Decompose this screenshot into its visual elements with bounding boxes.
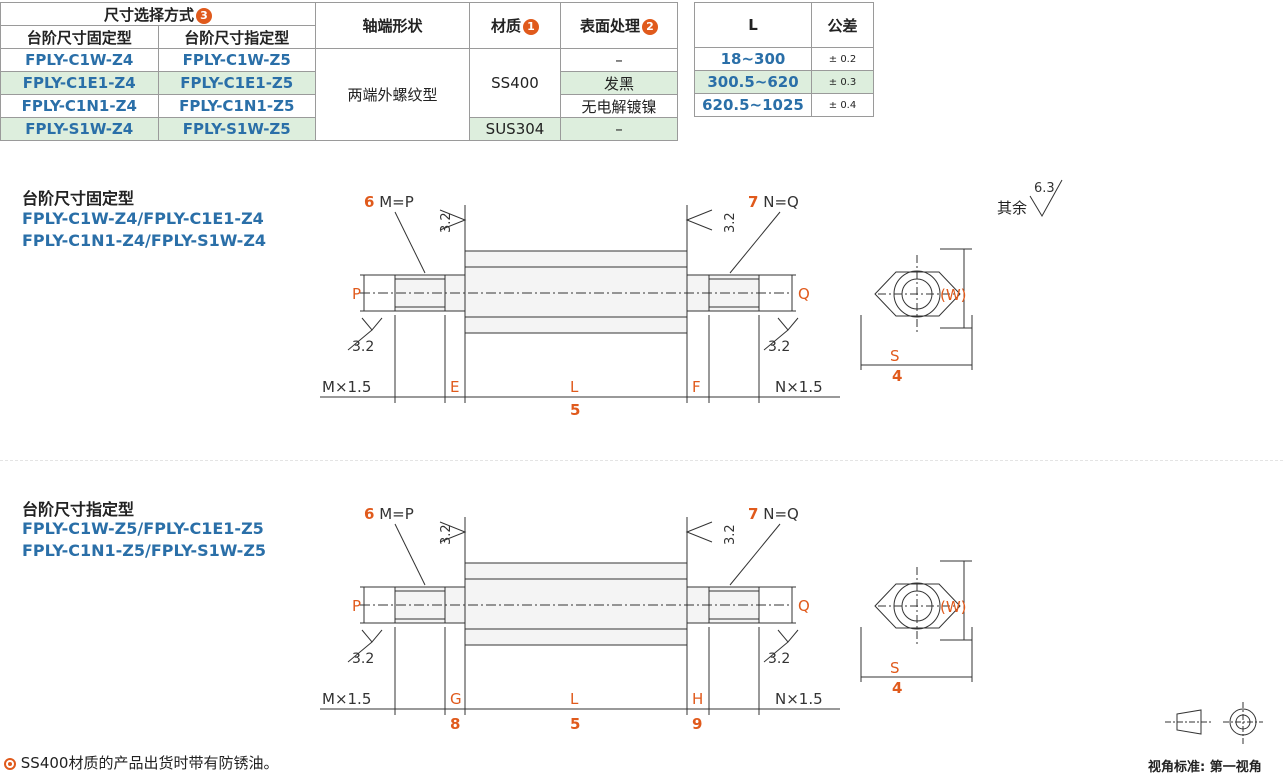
svg-text:(W): (W) bbox=[940, 286, 967, 304]
svg-text:7 N=Q: 7 N=Q bbox=[748, 193, 799, 211]
note: SS400材质的产品出货时带有防锈油。 bbox=[4, 752, 278, 773]
table-row: FPLY-C1N1-Z4 FPLY-C1N1-Z5 无电解镀镍 bbox=[0, 94, 678, 118]
svg-text:L: L bbox=[570, 690, 579, 708]
svg-text:(W): (W) bbox=[940, 598, 967, 616]
svg-text:E: E bbox=[450, 378, 459, 396]
svg-text:P: P bbox=[352, 285, 361, 303]
svg-text:6.3: 6.3 bbox=[1034, 181, 1055, 196]
svg-text:6 M=P: 6 M=P bbox=[364, 193, 414, 211]
first-angle-projection-icon bbox=[1165, 702, 1263, 744]
svg-text:3.2: 3.2 bbox=[768, 651, 790, 667]
svg-text:9: 9 bbox=[692, 715, 702, 733]
section1-line1: FPLY-C1W-Z4/FPLY-C1E1-Z4 bbox=[22, 209, 264, 228]
col-tol-header: 公差 bbox=[811, 2, 874, 48]
svg-text:S: S bbox=[890, 347, 900, 365]
svg-text:N×1.5: N×1.5 bbox=[775, 690, 823, 708]
table-row: FPLY-S1W-Z4 FPLY-S1W-Z5 SUS304 – bbox=[0, 117, 678, 141]
table-row: 300.5~620 ± 0.3 bbox=[694, 70, 874, 94]
section1-title: 台阶尺寸固定型 bbox=[22, 189, 135, 208]
shaft-value: 两端外螺纹型 bbox=[315, 48, 470, 141]
svg-text:5: 5 bbox=[570, 401, 580, 419]
svg-text:7 N=Q: 7 N=Q bbox=[748, 505, 799, 523]
table-row: FPLY-C1W-Z4 FPLY-C1W-Z5 两端外螺纹型 SS400 – bbox=[0, 48, 678, 141]
svg-text:G: G bbox=[450, 690, 462, 708]
tolerance-table: L 公差 18~300 ± 0.2 300.5~620 ± 0.3 620.5~… bbox=[694, 2, 874, 117]
svg-text:F: F bbox=[692, 378, 701, 396]
note-bullet-icon bbox=[4, 758, 16, 770]
material-sus304: SUS304 bbox=[469, 117, 561, 141]
svg-text:L: L bbox=[570, 378, 579, 396]
svg-text:3.2: 3.2 bbox=[768, 339, 790, 355]
svg-text:N×1.5: N×1.5 bbox=[775, 378, 823, 396]
section2-line2: FPLY-C1N1-Z5/FPLY-S1W-Z5 bbox=[22, 541, 267, 560]
svg-text:3.2: 3.2 bbox=[439, 212, 454, 233]
svg-text:M×1.5: M×1.5 bbox=[322, 378, 371, 396]
rest-label: 其余 bbox=[997, 199, 1028, 217]
drawing-specified-type: 6 M=P 7 N=Q 3.2 3.2 3.2 3.2 M×1.5 N×1.5 … bbox=[320, 505, 973, 733]
svg-text:3.2: 3.2 bbox=[352, 339, 374, 355]
svg-text:M×1.5: M×1.5 bbox=[322, 690, 371, 708]
table-row: FPLY-C1E1-Z4 FPLY-C1E1-Z5 发黑 bbox=[0, 71, 678, 95]
section2-title: 台阶尺寸指定型 bbox=[22, 500, 135, 519]
material-ss400: SS400 bbox=[469, 48, 561, 118]
svg-text:4: 4 bbox=[892, 679, 902, 697]
svg-text:S: S bbox=[890, 659, 900, 677]
col-fixed-header: 台阶尺寸固定型 bbox=[0, 25, 159, 49]
svg-text:6 M=P: 6 M=P bbox=[364, 505, 414, 523]
svg-text:3.2: 3.2 bbox=[723, 524, 738, 545]
svg-text:Q: Q bbox=[798, 285, 810, 303]
table-row: 620.5~1025 ± 0.4 bbox=[694, 93, 874, 117]
section2-line1: FPLY-C1W-Z5/FPLY-C1E1-Z5 bbox=[22, 519, 264, 538]
svg-text:P: P bbox=[352, 597, 361, 615]
rest-roughness-symbol: 6.3 bbox=[1029, 179, 1063, 217]
svg-text:Q: Q bbox=[798, 597, 810, 615]
table-row: 18~300 ± 0.2 bbox=[694, 47, 874, 71]
section-divider bbox=[0, 460, 1283, 461]
col-l-header: L bbox=[694, 2, 812, 48]
section1-line2: FPLY-C1N1-Z4/FPLY-S1W-Z4 bbox=[22, 231, 267, 250]
col-specified-header: 台阶尺寸指定型 bbox=[157, 25, 316, 49]
svg-text:3.2: 3.2 bbox=[352, 651, 374, 667]
svg-text:5: 5 bbox=[570, 715, 580, 733]
drawing-fixed-type: 6 M=P 7 N=Q 3.2 3.2 3.2 3.2 M×1.5 N×1.5 … bbox=[320, 193, 973, 419]
projection-label: 视角标准: 第一视角 bbox=[1148, 760, 1262, 775]
svg-text:8: 8 bbox=[450, 715, 460, 733]
col-shaft-header: 轴端形状 bbox=[315, 2, 470, 49]
svg-text:H: H bbox=[692, 690, 703, 708]
svg-text:3.2: 3.2 bbox=[723, 212, 738, 233]
svg-text:3.2: 3.2 bbox=[439, 524, 454, 545]
badge-3: 3 bbox=[196, 7, 212, 24]
svg-text:4: 4 bbox=[892, 367, 902, 385]
